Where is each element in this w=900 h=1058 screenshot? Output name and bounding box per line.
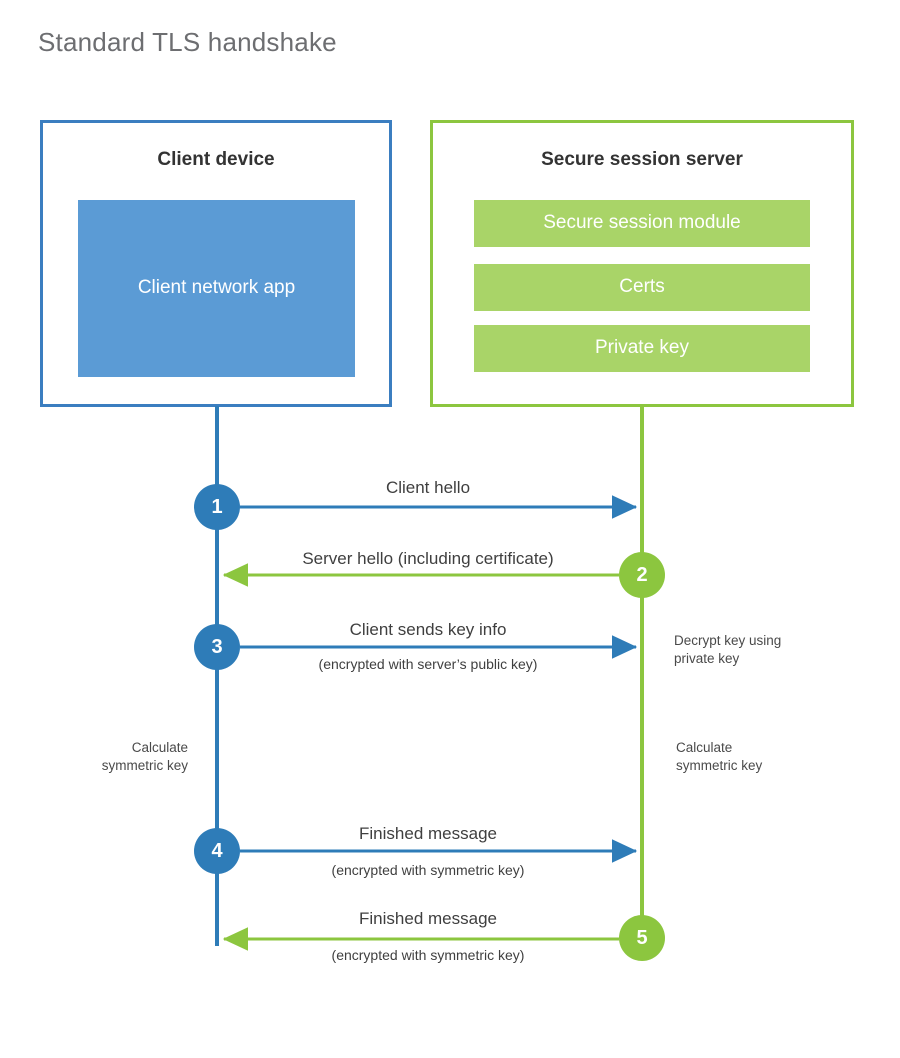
- client-network-app-block: Client network app: [78, 200, 355, 377]
- client-device-panel: Client device Client network app: [40, 120, 392, 407]
- step-circle-5[interactable]: 5: [619, 915, 665, 961]
- message-sublabel-step-3: (encrypted with server’s public key): [318, 656, 538, 672]
- server-block-certs: Certs: [474, 264, 810, 311]
- step-circle-2[interactable]: 2: [619, 552, 665, 598]
- message-label-step-4: Finished message: [359, 824, 497, 843]
- step-circle-1[interactable]: 1: [194, 484, 240, 530]
- server-block-secure-session-module: Secure session module: [474, 200, 810, 247]
- message-label-step-2: Server hello (including certificate): [302, 549, 554, 568]
- server-block-private-key: Private key: [474, 325, 810, 372]
- message-label-step-3: Client sends key info: [349, 620, 507, 639]
- annotation-decrypt-key: Decrypt key using private key: [674, 633, 782, 667]
- message-label-step-5: Finished message: [359, 909, 497, 928]
- secure-session-server-panel: Secure session server Secure session mod…: [430, 120, 854, 407]
- secure-session-server-title: Secure session server: [541, 149, 743, 170]
- annotation-server-calculate-symmetric-key: Calculate symmetric key: [676, 740, 763, 774]
- message-sublabel-step-5: (encrypted with symmetric key): [331, 947, 525, 963]
- message-sublabel-step-4: (encrypted with symmetric key): [331, 862, 525, 878]
- message-label-step-1: Client hello: [385, 478, 471, 497]
- step-circle-4[interactable]: 4: [194, 828, 240, 874]
- page-title: Standard TLS handshake: [38, 27, 337, 57]
- annotation-client-calculate-symmetric-key: Calculate symmetric key: [101, 740, 188, 774]
- step-circle-3[interactable]: 3: [194, 624, 240, 670]
- client-device-title: Client device: [157, 149, 275, 170]
